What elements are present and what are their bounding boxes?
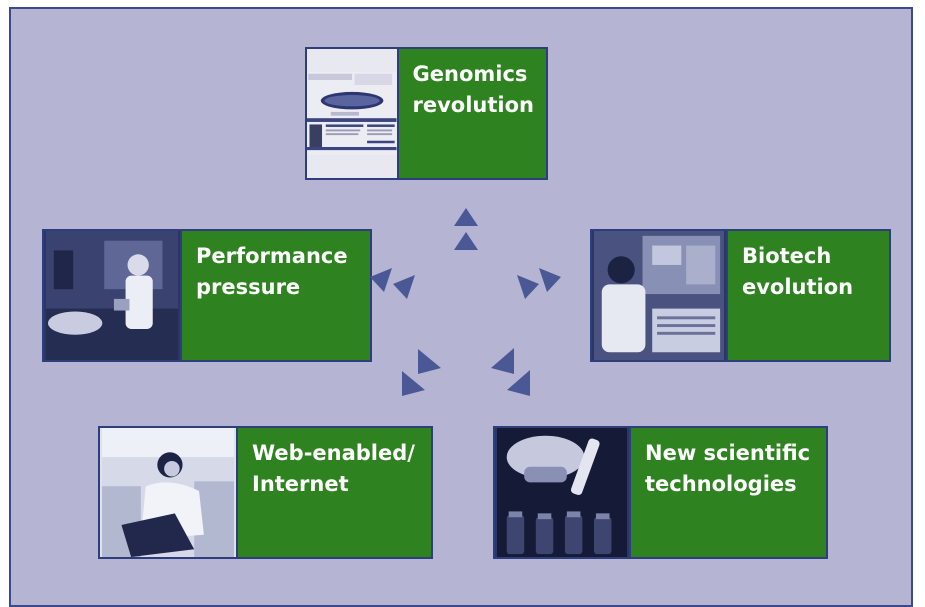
node-web-label: Web-enabled/ Internet [236,428,431,557]
node-biotech: Biotech evolution [590,229,891,362]
node-genomics-label: Genomics revolution [396,49,546,178]
node-performance-label: Performance pressure [180,231,370,360]
node-newtech: New scientific technologies [493,426,828,559]
hospital-image [44,231,180,360]
website-screenshot-icon [307,71,397,156]
lab-image [592,231,726,360]
laptop-user-image [100,428,236,557]
scientist-computer-icon [594,231,724,360]
doctor-patient-icon [46,231,178,360]
scientist-vials-icon [497,428,627,557]
woman-laptop-icon [102,428,234,557]
node-genomics: Genomics revolution [305,47,548,180]
node-web: Web-enabled/ Internet [98,426,433,559]
node-biotech-label: Biotech evolution [726,231,889,360]
node-newtech-label: New scientific technologies [629,428,826,557]
health-website-image [307,49,397,178]
node-performance: Performance pressure [42,229,372,362]
scientist-vials-image [495,428,629,557]
